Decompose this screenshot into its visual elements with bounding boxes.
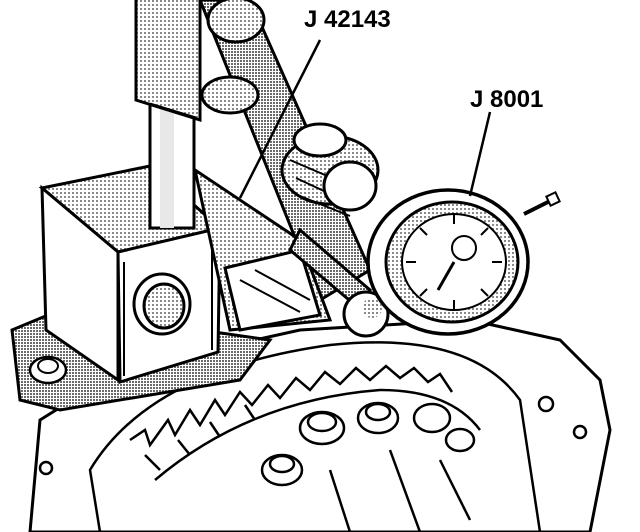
leader-line-j8001 <box>468 111 492 197</box>
dial-indicator <box>366 188 561 336</box>
leader-line-j42143 <box>238 39 322 199</box>
ring-gear <box>129 364 481 481</box>
vertical-post <box>134 0 202 230</box>
callout-tool-j8001: J 8001 <box>470 86 544 113</box>
magnetic-base <box>38 164 224 385</box>
callout-tool-j42143: J 42143 <box>304 6 391 33</box>
carrier-bolts <box>38 395 588 532</box>
indicator-arm <box>192 0 372 332</box>
clamp-knob <box>280 122 380 217</box>
indicator-plunger <box>288 227 390 338</box>
leader-lines <box>238 39 492 199</box>
